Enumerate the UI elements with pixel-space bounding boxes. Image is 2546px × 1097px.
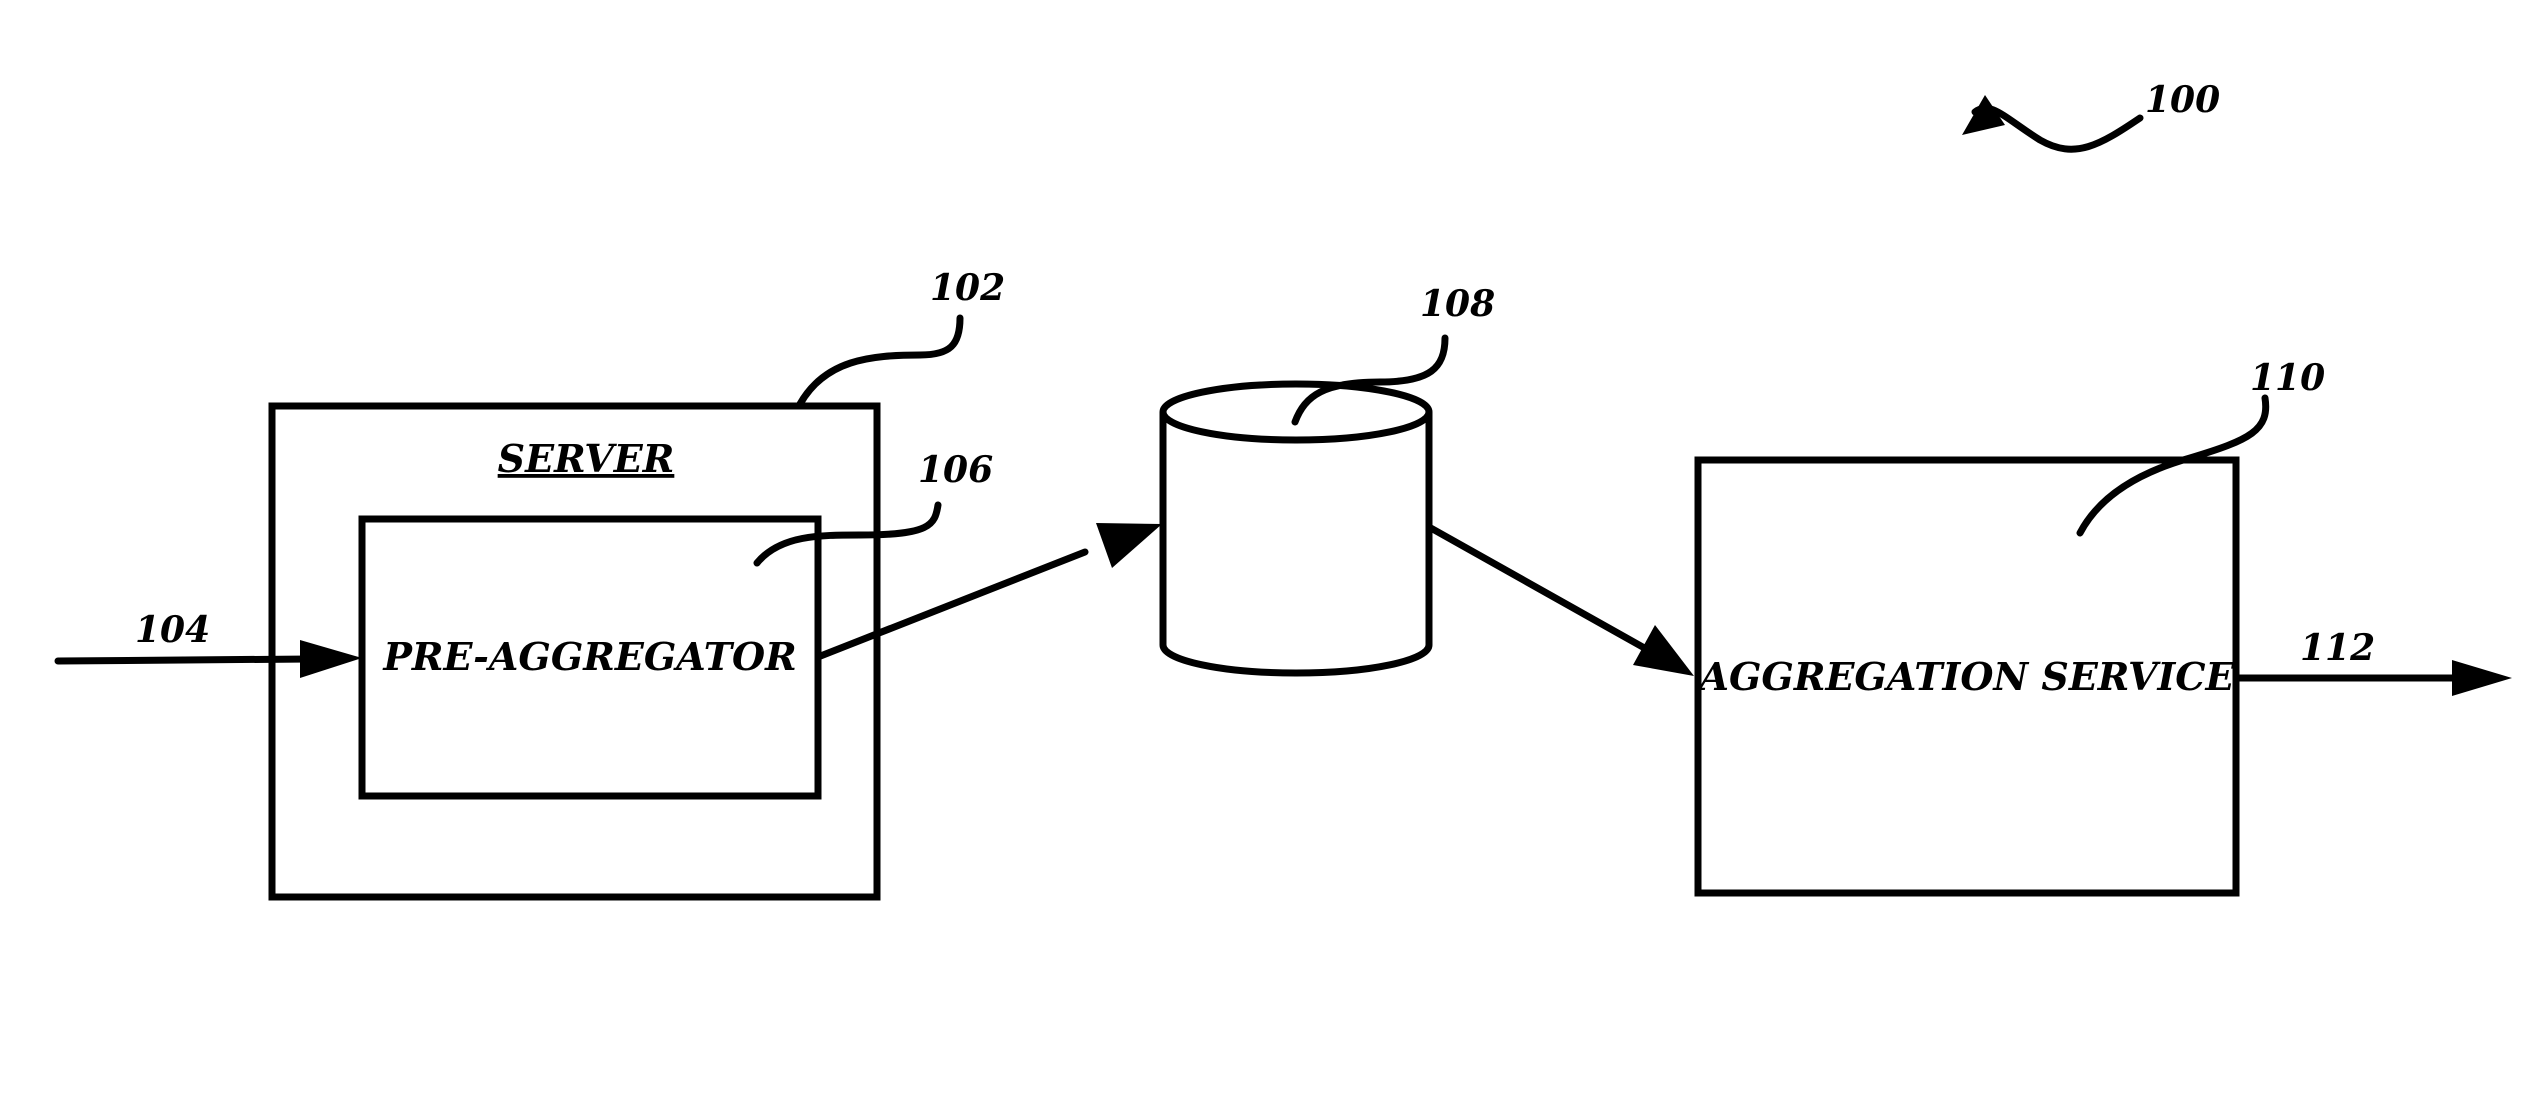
- datastore-body: [1163, 412, 1429, 673]
- aggregation-service-label: AGGREGATION SERVICE: [1696, 654, 2235, 699]
- input-arrow-line: [58, 659, 310, 661]
- datastore-to-aggregation-line: [1429, 527, 1648, 650]
- output-ref-label: 112: [2300, 627, 2375, 669]
- server-ref-label: 102: [930, 267, 1005, 309]
- pre-aggregator-label: PRE-AGGREGATOR: [382, 634, 796, 679]
- aggregation-service-box: AGGREGATION SERVICE: [1696, 460, 2236, 893]
- aggregation-service-ref-label: 110: [2250, 357, 2325, 399]
- datastore-to-aggregation-arrowhead: [1633, 625, 1694, 676]
- output-arrowhead: [2452, 660, 2512, 696]
- pre-aggregator-to-datastore-arrowhead: [1096, 523, 1162, 568]
- server-reference: 102: [800, 267, 1005, 404]
- output-arrow: 112: [2236, 627, 2512, 696]
- pre-aggregator-box: PRE-AGGREGATOR: [362, 519, 818, 796]
- figure-squiggle-leader: [1975, 108, 2140, 149]
- server-title: SERVER: [498, 436, 675, 481]
- figure-ref-label: 100: [2145, 79, 2220, 121]
- datastore-ref-label: 108: [1420, 283, 1495, 325]
- figure-reference: 100: [1962, 79, 2220, 149]
- input-ref-label: 104: [135, 609, 210, 651]
- datastore-to-aggregation-arrow: [1429, 527, 1694, 676]
- server-ref-leader: [800, 318, 960, 404]
- pre-aggregator-ref-label: 106: [918, 449, 993, 491]
- datastore-cylinder: [1163, 384, 1429, 673]
